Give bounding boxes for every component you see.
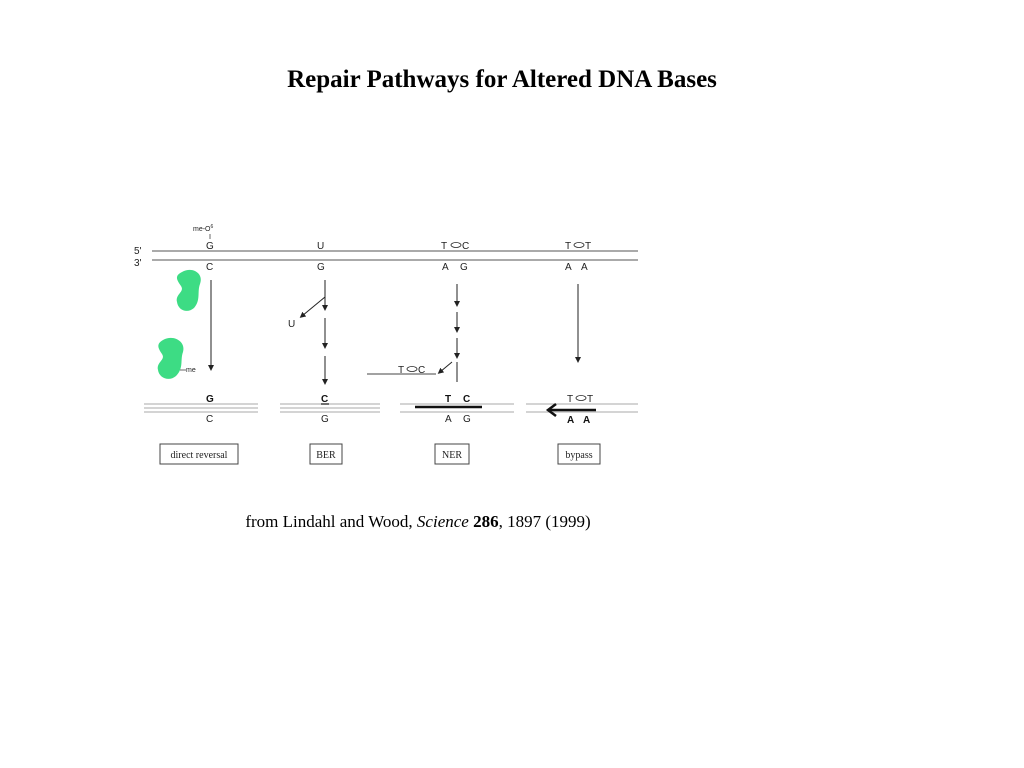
ner-result-bottom-left: A bbox=[445, 414, 452, 425]
pathway-box bbox=[557, 443, 601, 465]
diagram-svg: 5' 3' me-O6 G C me U G U T C A G T C bbox=[134, 224, 638, 465]
citation-journal: Science bbox=[416, 512, 469, 531]
five-prime-label: 5' bbox=[134, 246, 142, 257]
bypass-result-top-left: T bbox=[567, 394, 573, 405]
thymine-dimer-icon bbox=[450, 242, 462, 248]
pathway-label-bypass: bypass bbox=[565, 450, 592, 461]
methyl-label: me bbox=[186, 367, 196, 374]
ner-excised-left: T bbox=[398, 365, 404, 376]
dr-bottom-base: C bbox=[206, 262, 213, 273]
ner-result-top-right: C bbox=[463, 394, 470, 405]
protein-blob-icon bbox=[157, 337, 184, 379]
ber-bottom-base: G bbox=[317, 262, 325, 273]
pathway-label-direct-reversal: direct reversal bbox=[171, 450, 228, 461]
ber-result-bottom: G bbox=[321, 414, 329, 425]
citation-suffix: , 1897 (1999) bbox=[498, 512, 591, 531]
pathway-box bbox=[309, 443, 343, 465]
ner-top-right: C bbox=[462, 241, 469, 252]
bypass-top-right: T bbox=[585, 241, 591, 252]
slide-title: Repair Pathways for Altered DNA Bases bbox=[287, 66, 717, 93]
pathway-box bbox=[434, 443, 470, 465]
bypass-result-bottom-left: A bbox=[567, 415, 574, 426]
ber-result-top: C bbox=[321, 394, 328, 405]
dr-result-top: G bbox=[206, 394, 214, 405]
bypass-bottom-left: A bbox=[565, 262, 572, 273]
ber-top-base: U bbox=[317, 241, 324, 252]
ner-result-top-left: T bbox=[445, 394, 451, 405]
excision-arrow bbox=[299, 296, 326, 318]
bypass-result-bottom-right: A bbox=[583, 415, 590, 426]
ner-bottom-left: A bbox=[442, 262, 449, 273]
dr-top-base: G bbox=[206, 241, 214, 252]
excision-arrow bbox=[437, 361, 453, 374]
bypass-top-left: T bbox=[565, 241, 571, 252]
ner-bottom-right: G bbox=[460, 262, 468, 273]
pathway-box bbox=[159, 443, 239, 465]
dna-repair-diagram: 5' 3' me-O6 G C me U G U T C A G T C bbox=[130, 222, 640, 484]
ner-top-left: T bbox=[441, 241, 447, 252]
thymine-dimer-icon bbox=[573, 242, 585, 248]
citation-prefix: from Lindahl and Wood, bbox=[245, 512, 417, 531]
lesion-label: me-O6 bbox=[193, 224, 214, 233]
pathway-label-ner: NER bbox=[442, 450, 462, 461]
citation: from Lindahl and Wood, Science 286, 1897… bbox=[0, 512, 836, 532]
dr-result-bottom: C bbox=[206, 414, 213, 425]
bypass-result-top-right: T bbox=[587, 394, 593, 405]
pathway-label-ber: BER bbox=[316, 450, 336, 461]
ber-excised-base: U bbox=[288, 319, 295, 330]
thymine-dimer-icon bbox=[406, 366, 418, 372]
bypass-bottom-right: A bbox=[581, 262, 588, 273]
citation-volume: 286 bbox=[473, 512, 499, 531]
ner-result-bottom-right: G bbox=[463, 414, 471, 425]
arrow-left-icon bbox=[545, 403, 557, 417]
ner-excised-right: C bbox=[418, 365, 425, 376]
protein-blob-icon bbox=[176, 269, 201, 311]
thymine-dimer-icon bbox=[575, 395, 587, 401]
three-prime-label: 3' bbox=[134, 258, 142, 269]
